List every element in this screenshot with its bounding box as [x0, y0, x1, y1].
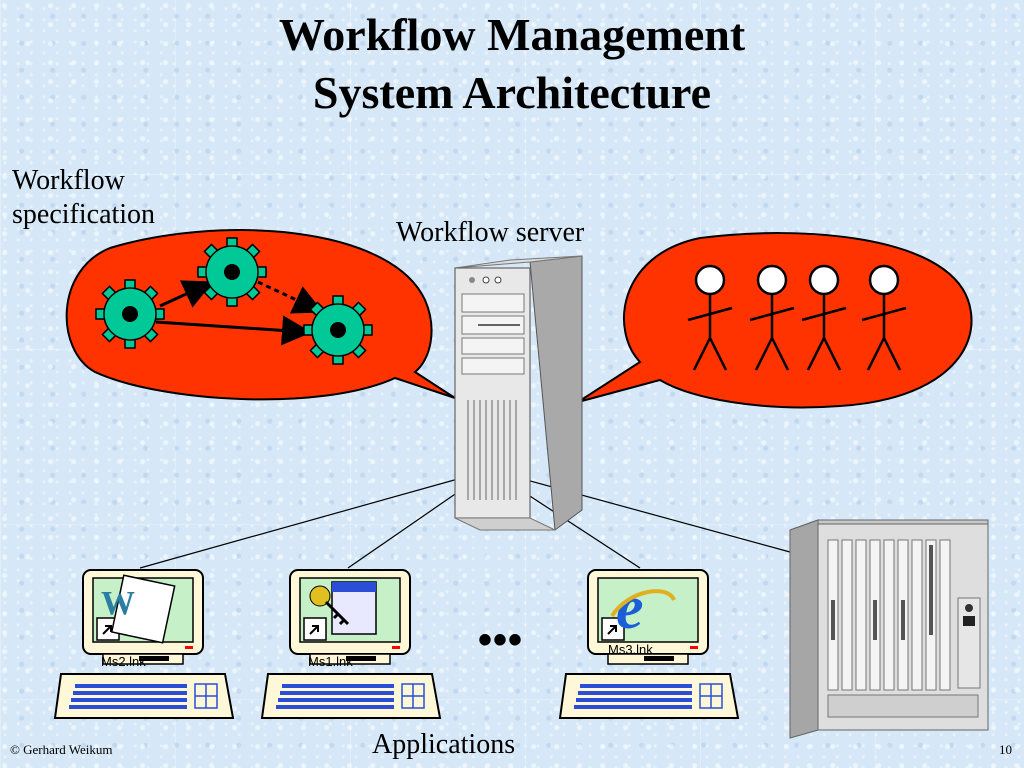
- workstation-ms3[interactable]: e Ms3.lnk: [559, 569, 739, 719]
- workflow-specification-label: Workflow specification: [12, 165, 156, 230]
- workflow-server-label: Workflow server: [396, 217, 585, 248]
- rack-cabinet-icon: [789, 519, 989, 739]
- title-line-2: System Architecture: [312, 67, 712, 118]
- users-bubble: [577, 232, 973, 409]
- internet-explorer-icon: e: [610, 574, 676, 642]
- svg-text:W: W: [101, 585, 135, 622]
- page-number: 10: [999, 742, 1012, 757]
- shortcut-label: Ms2.lnk: [101, 654, 146, 669]
- word-document-icon: W: [101, 574, 176, 644]
- title-line-1: Workflow Management: [278, 9, 746, 60]
- slide-title: Workflow Management System Architecture: [0, 6, 1024, 122]
- gear-icon: [95, 279, 165, 349]
- gear-icon: [197, 237, 267, 307]
- workflow-graph: [95, 237, 373, 365]
- shortcut-label: Ms3.lnk: [608, 642, 653, 657]
- key-card-icon: [309, 581, 377, 635]
- workstation-ms1[interactable]: Ms1.lnk: [261, 569, 441, 719]
- workstation-ms2[interactable]: W Ms2.lnk: [54, 569, 234, 719]
- copyright-footer: © Gerhard Weikum: [10, 742, 113, 757]
- shortcut-label: Ms1.lnk: [308, 654, 353, 669]
- applications-label: Applications: [372, 729, 516, 760]
- server-tower-icon: [454, 255, 583, 531]
- gear-icon: [303, 295, 373, 365]
- ellipsis: •••: [478, 618, 524, 662]
